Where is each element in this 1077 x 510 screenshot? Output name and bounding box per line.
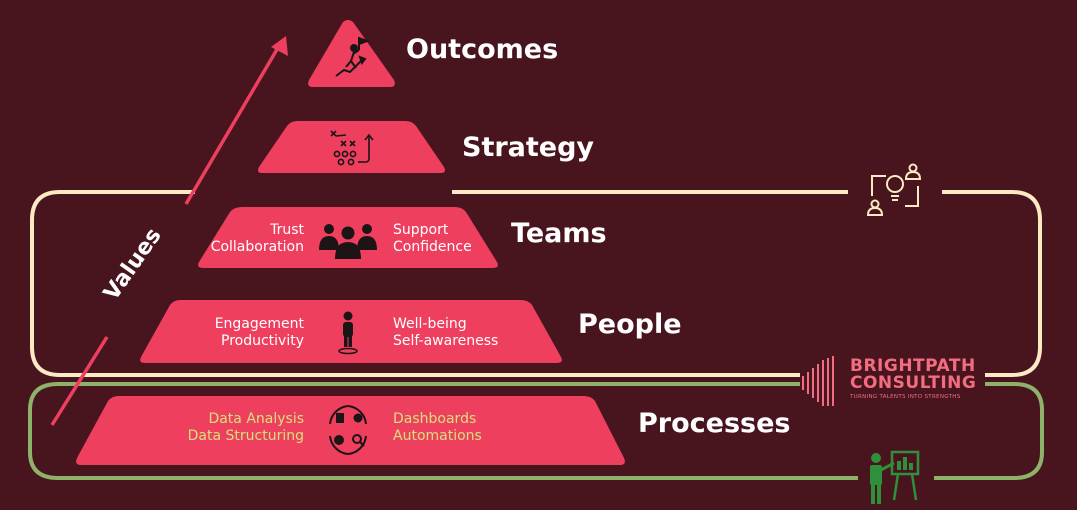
cream-group-frame [30,190,1042,377]
people-right-1: Well-being [393,316,467,332]
teams-left-2: Collaboration [210,239,304,255]
brand-name: BRIGHTPATH CONSULTING [850,358,976,392]
group-icon [319,224,377,259]
tier-title-teams: Teams [511,218,607,249]
tier-title-people: People [578,309,682,340]
values-arrow-head [271,36,288,56]
brand-name-line1: BRIGHTPATH [850,356,976,376]
presenter-board-icon [858,450,934,506]
green-group-frame [28,382,1044,480]
brand-tagline: TURNING TALENTS INTO STRENGTHS [850,394,961,400]
teams-left-1: Trust [270,222,304,238]
processes-right-2: Automations [393,428,482,444]
climber-flag-icon [335,36,370,77]
processes-left-2: Data Structuring [187,428,304,444]
process-cycle-icon [329,405,367,455]
play-strategy-icon [330,130,374,166]
tier-title-processes: Processes [638,408,791,439]
brand-bars-icon [800,356,844,406]
tier-title-outcomes: Outcomes [406,34,559,65]
processes-left-text: Data Analysis Data Structuring [188,411,304,445]
teams-right-2: Confidence [393,239,472,255]
values-arrow-upper [184,45,281,205]
teams-left-text: Trust Collaboration [211,222,304,256]
tier-outcomes [308,20,395,87]
people-right-text: Well-being Self-awareness [393,316,498,350]
brand-logo: BRIGHTPATH CONSULTING TURNING TALENTS IN… [800,356,1000,406]
people-left-1: Engagement [214,316,304,332]
people-right-2: Self-awareness [393,333,499,349]
person-icon [338,311,358,355]
idea-collaboration-icon [848,158,942,222]
processes-right-1: Dashboards [393,411,477,427]
tier-processes [76,396,625,465]
people-left-2: Productivity [221,333,304,349]
tier-strategy [258,121,445,173]
people-left-text: Engagement Productivity [215,316,304,350]
values-arrow-lower [50,336,109,426]
processes-left-1: Data Analysis [208,411,304,427]
teams-right-text: Support Confidence [393,222,472,256]
brand-name-line2: CONSULTING [850,373,977,393]
processes-right-text: Dashboards Automations [393,411,482,445]
tier-title-strategy: Strategy [462,132,595,163]
teams-right-1: Support [393,222,449,238]
